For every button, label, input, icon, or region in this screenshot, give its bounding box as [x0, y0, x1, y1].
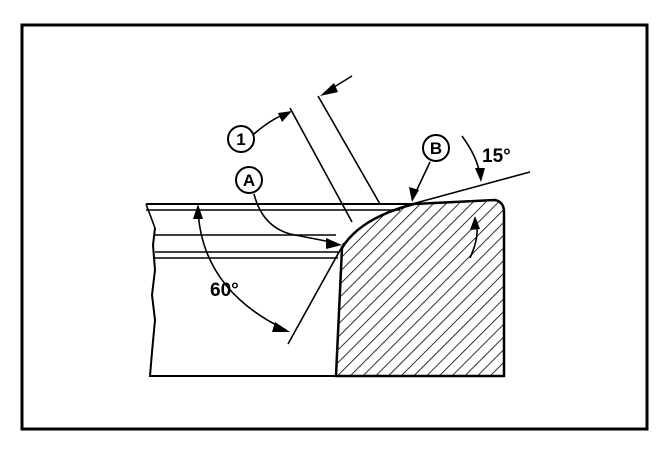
valve-face-edge	[145, 203, 156, 229]
angle-60-arrowhead-top	[193, 204, 203, 219]
angle-15-arrowhead-lower	[470, 216, 480, 230]
callout-b-circle	[422, 134, 450, 162]
callout-1-circle	[227, 125, 255, 153]
angle-15-label: 15°	[482, 146, 511, 167]
angle-60-arrowhead-bottom	[272, 322, 290, 332]
callout-a-leader	[253, 193, 337, 244]
callout-b-arrowhead	[409, 187, 419, 202]
width-extension-right	[317, 95, 381, 205]
angle-15-arrowhead	[475, 168, 485, 182]
callout-a-circle	[235, 166, 263, 194]
callout-a-arrowhead	[326, 238, 342, 249]
width-extension-left	[289, 107, 353, 223]
angle-60-label: 60°	[210, 280, 239, 301]
callout-a-label: A	[243, 171, 255, 190]
diagram-frame	[20, 23, 649, 431]
angle-60-arc	[197, 209, 287, 331]
callout-1-label: 1	[236, 130, 245, 149]
callout-b-label: B	[430, 139, 442, 158]
callout-1-arrowhead	[278, 111, 292, 122]
valve-head-outline	[148, 227, 336, 377]
angle-60-line	[287, 242, 345, 345]
width-arrowhead-right	[320, 83, 338, 96]
angle-15-line	[411, 171, 531, 205]
